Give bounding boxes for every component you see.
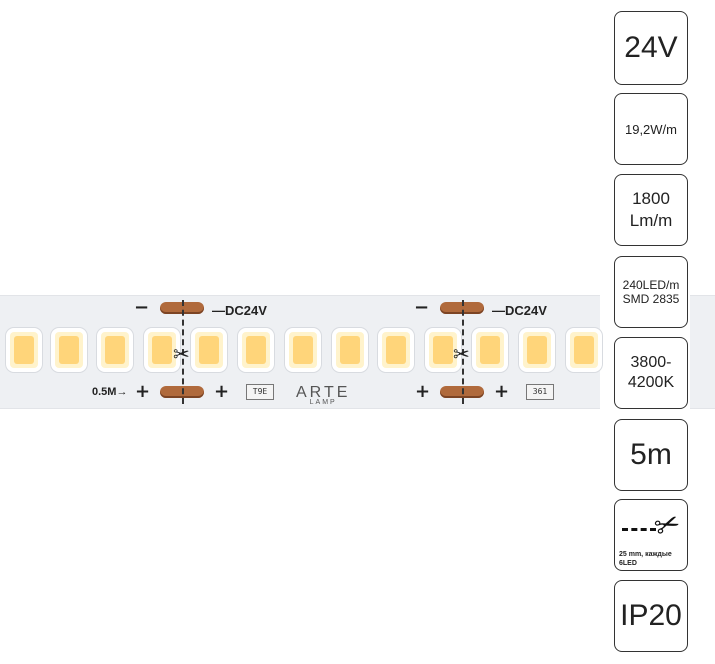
length-marker: 0.5M→ [92, 386, 128, 398]
led-density: 240LED/m [622, 278, 680, 292]
led-chip [570, 332, 598, 368]
led-chip [101, 332, 129, 368]
led-count-badge: 240LED/m SMD 2835 [614, 256, 688, 328]
brand-logo: ARTE LAMP [296, 384, 350, 406]
flux-unit: Lm/m [629, 211, 673, 230]
scissors-icon: ✂ [620, 504, 685, 550]
minus-symbol: − [414, 297, 430, 318]
cut-caption-line2: 6LED [619, 560, 637, 567]
cut-line [462, 300, 464, 404]
length-badge: 5m [614, 419, 688, 491]
flux-badge: 1800 Lm/m [614, 174, 688, 246]
cct-line1: 3800- [630, 354, 672, 371]
brand-name: ARTE [296, 384, 351, 401]
ip-value: IP20 [620, 599, 682, 632]
led-chip [382, 332, 410, 368]
led-type: SMD 2835 [622, 292, 680, 306]
length-value: 5m [630, 438, 672, 471]
cut-caption-line1: 25 mm, каждые [619, 551, 672, 558]
voltage-marking: —DC24V [492, 303, 547, 318]
led-chip [429, 332, 457, 368]
plus-symbol: + [494, 381, 510, 402]
brand-sub: LAMP [309, 399, 337, 406]
minus-symbol: − [134, 297, 150, 318]
plus-symbol: + [214, 381, 230, 402]
scissors-icon: ✂ [453, 342, 470, 366]
power-value: 19,2W/m [624, 121, 677, 137]
plus-symbol: + [415, 381, 431, 402]
plus-symbol: + [135, 381, 151, 402]
resistor: 361 [526, 384, 554, 400]
led-chip [10, 332, 38, 368]
voltage-badge: 24V [614, 11, 688, 85]
led-chip [289, 332, 317, 368]
resistor: T9E [246, 384, 274, 400]
cut-interval-badge: ✂ 25 mm, каждые 6LED [614, 499, 688, 571]
cut-line [182, 300, 184, 404]
led-chip [476, 332, 504, 368]
voltage-value: 24V [624, 31, 678, 64]
led-chip [523, 332, 551, 368]
ip-badge: IP20 [614, 580, 688, 652]
led-chip [195, 332, 223, 368]
power-badge: 19,2W/m [614, 93, 688, 165]
cct-badge: 3800- 4200K [614, 337, 688, 409]
flux-value: 1800 [632, 189, 670, 208]
led-strip-tail [690, 295, 715, 409]
led-chip [55, 332, 83, 368]
cct-line2: 4200K [627, 374, 675, 391]
led-chip [336, 332, 364, 368]
led-chip [148, 332, 176, 368]
scissors-icon: ✂ [173, 342, 190, 366]
voltage-marking: —DC24V [212, 303, 267, 318]
led-chip [242, 332, 270, 368]
